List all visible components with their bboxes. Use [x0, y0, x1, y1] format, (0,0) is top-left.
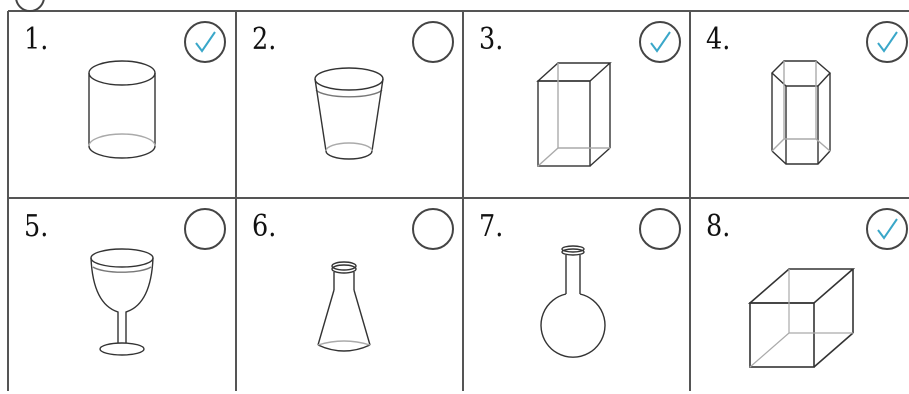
wine-glass-icon	[90, 248, 154, 356]
item-number: 6.	[252, 209, 277, 244]
rectangular-prism-icon	[536, 62, 612, 167]
answer-circle[interactable]	[866, 21, 908, 63]
answer-circle[interactable]	[184, 21, 226, 63]
item-cell-8: 8.	[690, 198, 909, 394]
item-cell-6: 6.	[236, 198, 464, 394]
conical-flask-icon	[317, 261, 371, 352]
checkmark-icon	[650, 31, 671, 53]
item-cell-5: 5.	[8, 198, 236, 394]
cup-icon	[314, 67, 384, 160]
cube-icon	[747, 268, 856, 368]
answer-circle[interactable]	[184, 208, 226, 250]
item-cell-3: 3.	[463, 11, 691, 207]
item-number: 8.	[706, 209, 731, 244]
checkmark-icon	[877, 218, 898, 240]
item-number: 7.	[479, 209, 504, 244]
item-cell-4: 4.	[690, 11, 909, 207]
item-cell-2: 2.	[236, 11, 464, 207]
item-cell-7: 7.	[463, 198, 691, 394]
item-number: 1.	[24, 22, 49, 57]
item-number: 2.	[252, 22, 277, 57]
item-number: 4.	[706, 22, 731, 57]
answer-circle[interactable]	[639, 208, 681, 250]
cylinder-icon	[88, 60, 156, 159]
checkmark-icon	[877, 31, 898, 53]
item-number: 5.	[24, 209, 49, 244]
checkmark-icon	[195, 31, 216, 53]
round-flask-icon	[540, 245, 606, 358]
answer-circle[interactable]	[412, 21, 454, 63]
hexagonal-prism-icon	[770, 60, 832, 165]
item-cell-1: 1.	[8, 11, 236, 207]
item-number: 3.	[479, 22, 504, 57]
answer-circle[interactable]	[412, 208, 454, 250]
answer-circle[interactable]	[866, 208, 908, 250]
answer-circle[interactable]	[639, 21, 681, 63]
